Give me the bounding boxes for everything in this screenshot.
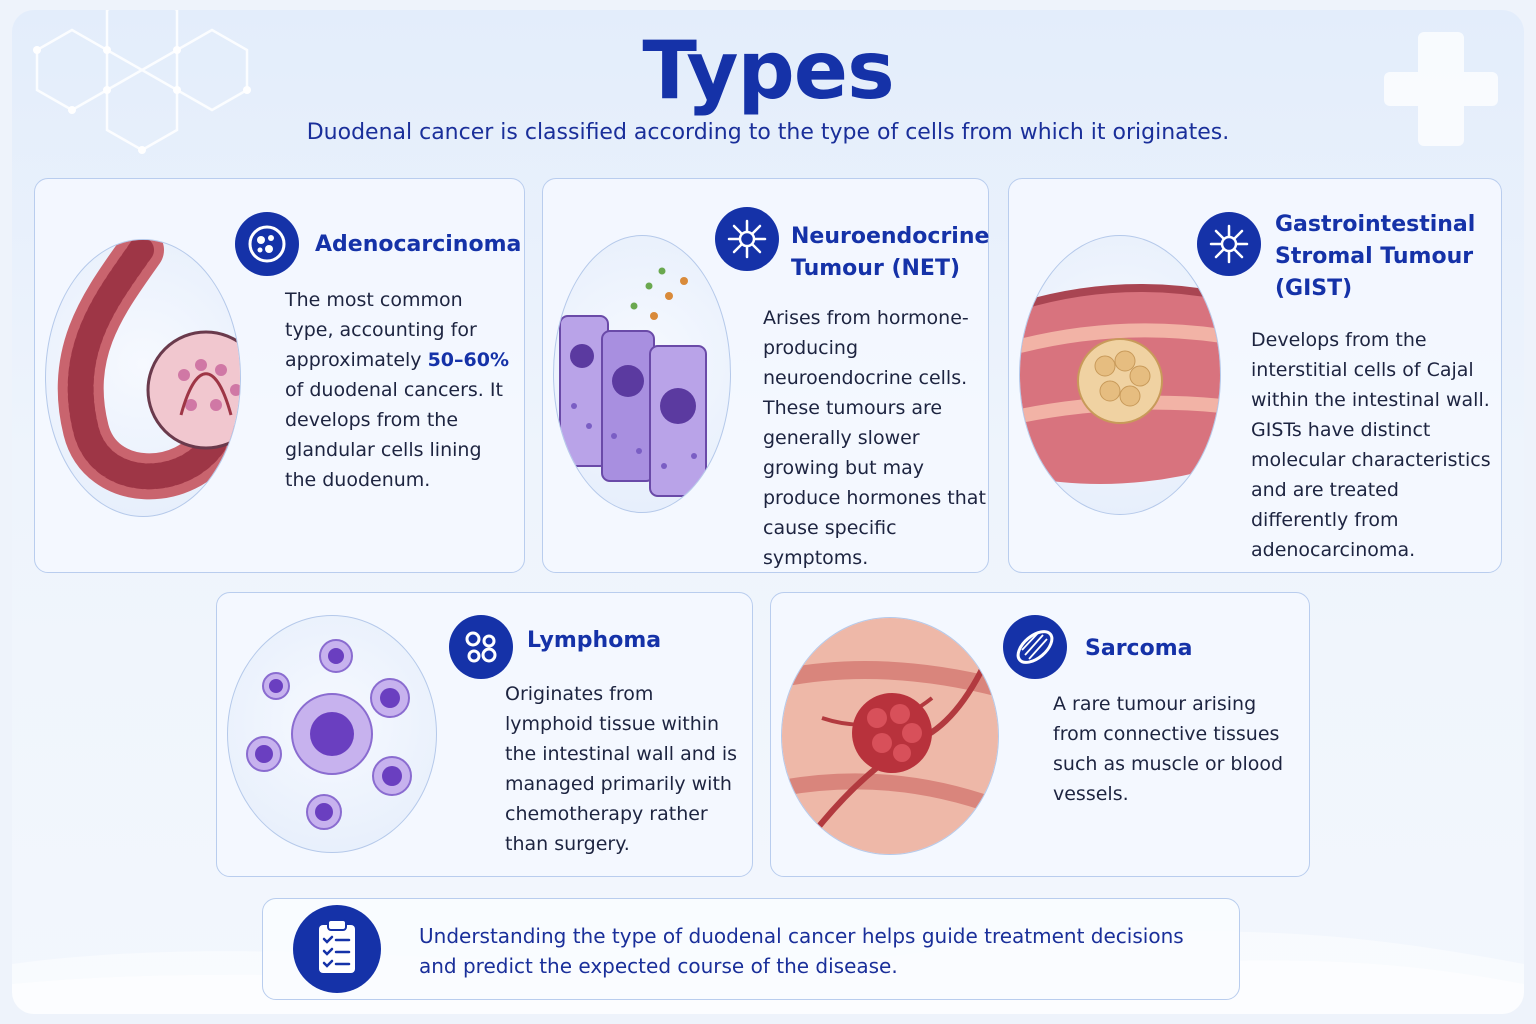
medical-cross-decoration bbox=[1384, 32, 1498, 146]
card-description: Arises from hormone-producing neuroendoc… bbox=[763, 307, 986, 569]
description-text: The most common type, accounting for app… bbox=[285, 289, 477, 371]
card-title: Gastrointestinal Stromal Tumour (GIST) bbox=[1275, 212, 1476, 301]
card-title: Sarcoma bbox=[1085, 636, 1193, 661]
lymphocytes-icon bbox=[449, 615, 513, 679]
cells-icon bbox=[235, 212, 299, 276]
sarcoma-tissue-illustration bbox=[781, 617, 999, 855]
neuroendocrine-cells-illustration bbox=[553, 235, 731, 513]
clipboard-checklist-icon bbox=[293, 905, 381, 993]
card-sarcoma: Sarcoma A rare tumour arising from conne… bbox=[770, 592, 1310, 877]
page-title: Types bbox=[642, 24, 894, 117]
card-neuroendocrine-tumour: Neuroendocrine Tumour (NET) Arises from … bbox=[542, 178, 989, 573]
hexagon-network-decoration bbox=[33, 10, 251, 154]
infographic-frame: Types Duodenal cancer is classified acco… bbox=[12, 10, 1524, 1014]
page-subtitle: Duodenal cancer is classified according … bbox=[306, 120, 1230, 145]
card-adenocarcinoma: Adenocarcinoma The most common type, acc… bbox=[34, 178, 525, 573]
card-title: Adenocarcinoma bbox=[315, 232, 522, 257]
footer-banner: Understanding the type of duodenal cance… bbox=[262, 898, 1240, 1000]
neuron-icon bbox=[715, 207, 779, 271]
muscle-fiber-icon bbox=[1003, 615, 1067, 679]
card-gist: Gastrointestinal Stromal Tumour (GIST) D… bbox=[1008, 178, 1502, 573]
card-title: Lymphoma bbox=[527, 628, 662, 653]
footer-text: Understanding the type of duodenal cance… bbox=[419, 924, 1184, 978]
card-lymphoma: Lymphoma Originates from lymphoid tissue… bbox=[216, 592, 753, 877]
neuron-icon bbox=[1197, 212, 1261, 276]
description-text: of duodenal cancers. It develops from th… bbox=[285, 379, 503, 491]
card-title: Neuroendocrine Tumour (NET) bbox=[791, 224, 990, 281]
intestinal-wall-illustration bbox=[1019, 235, 1221, 515]
card-description: The most common type, accounting for app… bbox=[285, 285, 517, 495]
card-description: A rare tumour arising from connective ti… bbox=[1053, 693, 1284, 805]
card-description: Develops from the interstitial cells of … bbox=[1251, 329, 1491, 561]
duodenum-illustration bbox=[45, 239, 241, 517]
lymphocytes-illustration bbox=[227, 615, 437, 853]
card-description: Originates from lymphoid tissue within t… bbox=[505, 683, 738, 855]
highlight-percentage: 50–60% bbox=[427, 349, 509, 371]
